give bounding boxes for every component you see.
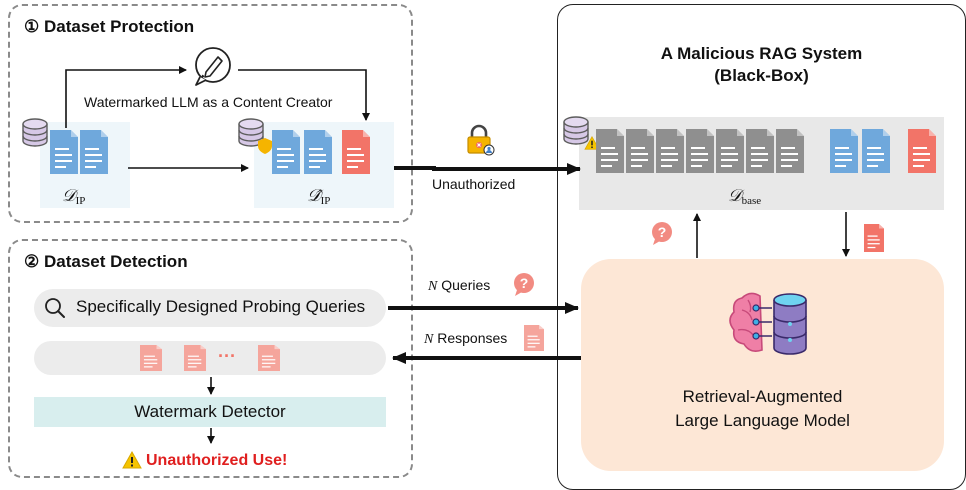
detection-title-text: Dataset Detection xyxy=(43,252,188,271)
step-two-marker: ② xyxy=(24,252,40,271)
d-ip-hat-subscript: IP xyxy=(320,195,331,207)
unauthorized-label: Unauthorized xyxy=(432,176,516,192)
rag-llm-box xyxy=(581,259,944,471)
protection-title: ① Dataset Protection xyxy=(24,17,194,37)
watermark-detector-box xyxy=(34,397,386,427)
search-icon xyxy=(45,298,65,318)
watermark-detector-label: Watermark Detector xyxy=(134,402,286,421)
step-one-marker: ① xyxy=(24,17,40,36)
model-label-line1: Retrieval-Augmented xyxy=(682,387,843,406)
responses-text: Responses xyxy=(437,330,508,346)
d-ip-hat-symbol: 𝒟̂ xyxy=(307,186,321,205)
ellipsis: ··· xyxy=(218,346,236,366)
rag-title-line1: A Malicious RAG System xyxy=(660,44,863,63)
lock-icon xyxy=(467,124,495,156)
d-base-label: 𝒟base xyxy=(728,186,761,207)
d-base-subscript: base xyxy=(741,195,762,207)
protection-arrows xyxy=(65,66,370,172)
model-label-line2: Large Language Model xyxy=(675,411,850,430)
rag-title-line2: (Black-Box) xyxy=(714,66,809,85)
creator-label: Watermarked LLM as a Content Creator xyxy=(84,94,333,110)
responses-label: N Responses xyxy=(424,330,507,348)
dataset-protection-panel xyxy=(8,4,413,223)
responses-box xyxy=(34,341,386,375)
d-ip-hat-label: 𝒟̂IP xyxy=(307,186,330,207)
probing-queries-label: Specifically Designed Probing Queries xyxy=(76,297,366,316)
d-ip-subscript: IP xyxy=(75,195,86,207)
queries-text: Queries xyxy=(441,277,491,293)
d-ip-label: 𝒟IP xyxy=(62,186,85,207)
content-creator-icon xyxy=(195,47,231,86)
brain-database-icon xyxy=(729,292,807,355)
warning-icon xyxy=(122,451,142,469)
queries-n: N xyxy=(428,279,438,294)
d-ip-symbol: 𝒟 xyxy=(62,186,76,205)
unauthorized-use-alert: Unauthorized Use! xyxy=(146,452,288,469)
protection-title-text: Dataset Protection xyxy=(43,17,195,36)
shield-icon xyxy=(258,138,272,154)
responses-n: N xyxy=(424,332,434,347)
d-base-symbol: 𝒟 xyxy=(728,186,742,205)
detection-title: ② Dataset Detection xyxy=(24,252,188,272)
detection-arrows xyxy=(207,377,215,444)
warning-icon xyxy=(584,136,600,150)
queries-label: N Queries xyxy=(428,277,490,295)
probing-queries-box xyxy=(34,289,386,327)
